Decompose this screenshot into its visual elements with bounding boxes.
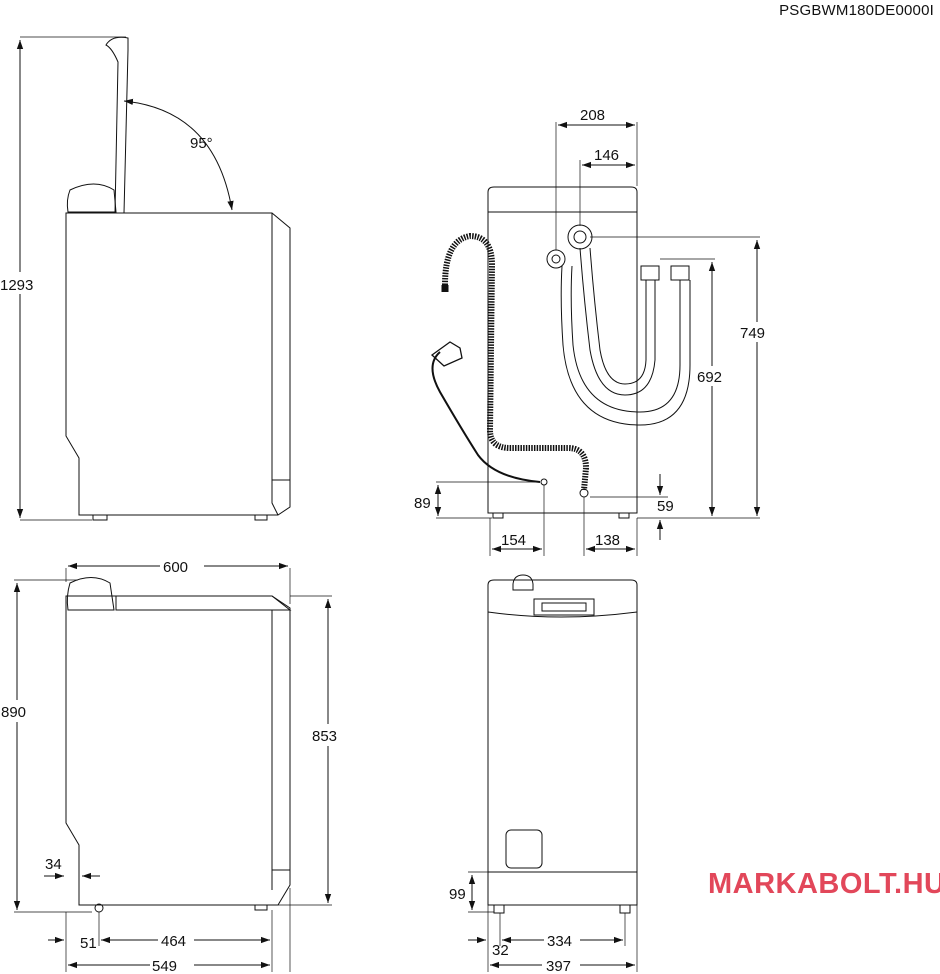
dim-foot-offset: 34 <box>45 856 62 873</box>
dim-drain-bottom: 59 <box>657 498 674 515</box>
dim-open-height: 1293 <box>0 277 33 294</box>
closed-lid <box>115 595 292 611</box>
closed-control-knob <box>66 577 115 611</box>
dim-hose-span-outer: 208 <box>580 107 605 124</box>
closed-body-outline <box>65 595 291 906</box>
inlet-hose-inner <box>579 247 656 396</box>
control-knob <box>66 183 117 213</box>
dim-drain-offset: 138 <box>595 532 620 549</box>
front-foot-right <box>619 904 631 914</box>
brand-name: MARKABOLT <box>708 868 894 900</box>
brand-tld: HU <box>902 868 940 900</box>
dim-hose-span-inner: 146 <box>594 147 619 164</box>
service-flap <box>505 829 543 869</box>
inlet-fitting-low <box>546 249 566 269</box>
rear-body-outline <box>487 186 638 514</box>
dim-height-body: 853 <box>312 728 337 745</box>
front-display <box>533 598 595 616</box>
inlet-hose-outer <box>560 265 691 426</box>
foot-left <box>92 514 108 521</box>
rear-view <box>430 121 761 556</box>
front-view <box>468 574 638 972</box>
dim-depth-body: 549 <box>152 958 177 974</box>
lid-open <box>105 36 129 214</box>
rear-panel-line <box>271 213 279 516</box>
machine-body-outline <box>65 212 291 516</box>
rear-foot-right <box>618 512 630 519</box>
dim-width-front: 397 <box>546 958 571 974</box>
closed-foot-right <box>254 904 268 911</box>
hose-connector-right <box>670 265 690 281</box>
dim-cable-height: 89 <box>414 495 431 512</box>
dim-height-total: 890 <box>1 704 26 721</box>
dim-foot-span-side: 464 <box>161 933 186 950</box>
front-foot-left <box>493 904 505 914</box>
dim-depth-top: 600 <box>163 559 188 576</box>
inlet-fitting-top <box>567 224 593 250</box>
power-plug <box>430 341 463 367</box>
dim-drain-height: 692 <box>697 369 722 386</box>
dim-rear-offset: 51 <box>80 935 97 952</box>
side-view-open <box>16 36 291 521</box>
drain-hose <box>442 232 590 491</box>
power-cable <box>431 351 541 483</box>
dim-foot-span-front: 334 <box>547 933 572 950</box>
dim-front-offset: 32 <box>492 942 509 959</box>
front-knob <box>512 574 534 591</box>
dim-inlet-height: 749 <box>740 325 765 342</box>
rear-foot-left <box>492 512 504 519</box>
model-code: PSGBWM180DE0000I <box>779 2 934 19</box>
dim-cable-offset: 154 <box>501 532 526 549</box>
side-view-closed <box>13 562 332 972</box>
dim-lid-angle: 95° <box>190 135 213 152</box>
hose-connector-left <box>640 265 660 281</box>
dim-front-low: 99 <box>449 886 466 903</box>
front-body-outline <box>487 579 638 906</box>
dim-arc-lid-angle <box>123 98 234 211</box>
front-top-panel <box>487 611 638 618</box>
foot-right <box>254 514 268 521</box>
brand-logo: MARKABOLT.HU <box>708 868 940 901</box>
